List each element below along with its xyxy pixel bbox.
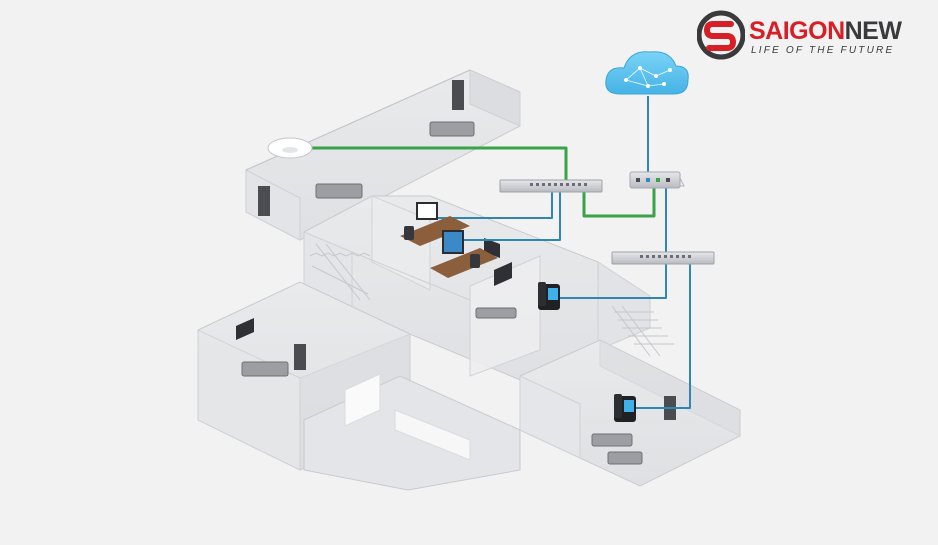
furniture — [241, 121, 643, 465]
poe-switch-upper — [499, 179, 603, 193]
cloud-icon — [605, 51, 689, 95]
wall-display — [236, 238, 512, 340]
poe-switch-lower — [611, 251, 715, 265]
uplink-green-router — [582, 186, 656, 218]
ip-phone-lower — [614, 394, 636, 422]
ethernet-ws2 — [456, 192, 561, 241]
staircase — [309, 243, 674, 357]
desk-workstation-1 — [400, 202, 470, 246]
building — [197, 69, 741, 491]
desk-workstation-2 — [430, 230, 498, 278]
brand-name-part1: SAIGON — [749, 17, 845, 45]
lower-center-room — [303, 373, 521, 491]
s-logo-icon — [697, 10, 745, 60]
middle-floor — [303, 195, 651, 385]
uplink-green-ap — [310, 146, 568, 182]
wireless-access-point — [267, 137, 313, 159]
ethernet-phone-upper — [558, 262, 667, 299]
brand-logo: SAIGONNEW LIFE OF THE FUTURE — [697, 10, 927, 60]
brand-tagline: LIFE OF THE FUTURE — [751, 45, 895, 56]
brand-name-part2: NEW — [844, 17, 902, 45]
ip-phone-upper — [538, 282, 560, 310]
brand-name: SAIGONNEW — [749, 17, 902, 45]
ethernet-ws1 — [438, 192, 553, 219]
gateway-router — [629, 171, 685, 189]
server-rack — [258, 80, 676, 420]
